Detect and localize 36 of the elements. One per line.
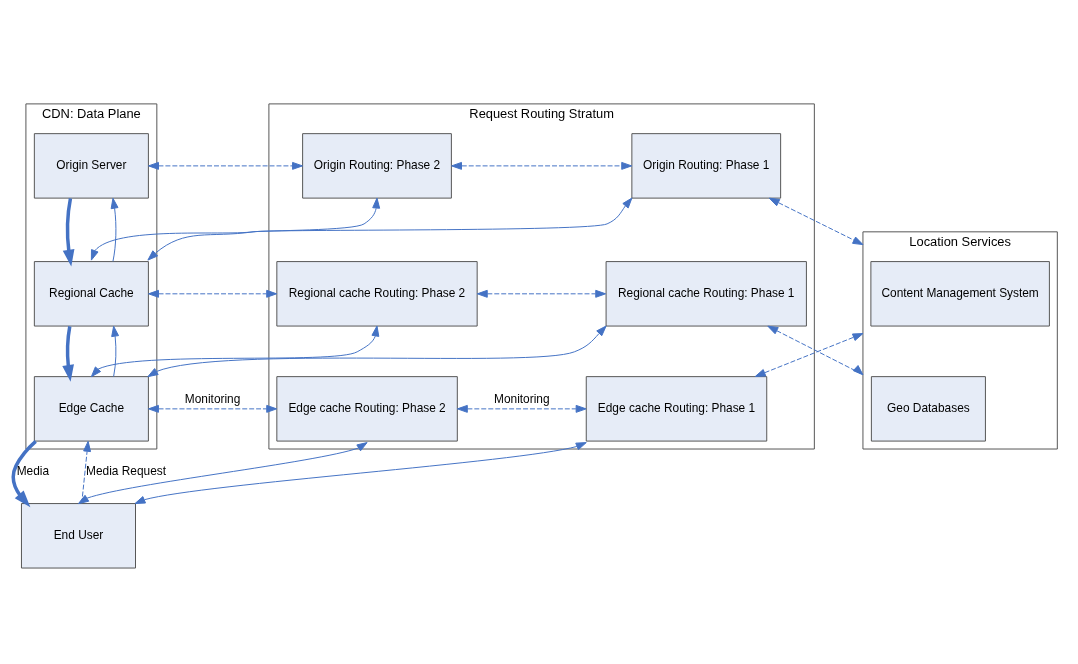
arrow (768, 197, 864, 246)
node-box: End User (20, 503, 136, 569)
arrow (767, 325, 864, 376)
edge-label: Media Request (86, 464, 167, 479)
edge-label: Monitoring (494, 391, 550, 406)
arrow (456, 404, 587, 413)
node-box: Regional cache Routing: Phase 2 (276, 261, 478, 327)
node-box: Edge Cache (33, 376, 149, 442)
arrow (110, 197, 119, 262)
node-box: Regional Cache (33, 261, 149, 327)
arrow (11, 440, 37, 508)
arrow (754, 333, 864, 377)
arrow (451, 161, 633, 170)
arrow (78, 442, 368, 505)
node-box: Edge cache Routing: Phase 2 (276, 376, 458, 442)
arrow (134, 442, 587, 505)
arrow (111, 325, 120, 378)
edge-label: Monitoring (184, 391, 241, 406)
arrow (62, 198, 75, 267)
node-box: Origin Server (33, 133, 149, 199)
node-box: Edge cache Routing: Phase 1 (585, 376, 768, 442)
node-box: Origin Routing: Phase 2 (302, 133, 452, 199)
arrow (90, 197, 381, 261)
edge-label: Media (16, 464, 50, 479)
arrow (90, 325, 380, 378)
arrow (62, 326, 74, 382)
arrow (148, 404, 278, 413)
node-box: Content Management System (870, 261, 1050, 327)
arrow (147, 325, 607, 378)
arrow (476, 289, 607, 298)
node-box: Geo Databases (870, 376, 986, 442)
arrow (147, 197, 633, 261)
node-box: Regional cache Routing: Phase 1 (605, 261, 807, 327)
arrow (148, 289, 278, 298)
arrow (148, 161, 303, 170)
node-box: Origin Routing: Phase 1 (631, 133, 782, 199)
